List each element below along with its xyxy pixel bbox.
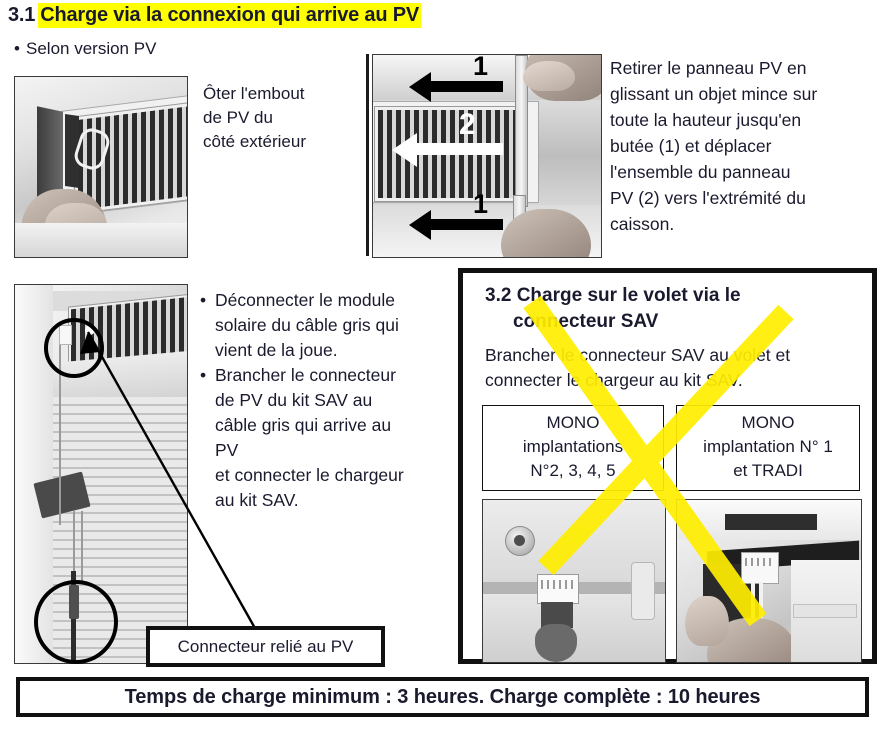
caption-oter-embout: Ôter l'embout de PV du côté extérieur [203,82,353,154]
photo-retrait-panneau-pv: 1 2 1 [372,54,602,258]
highlight-circle-top [44,318,104,378]
bullet-dot-icon: • [14,39,20,58]
photo-oter-embout-content [15,77,187,257]
mono-box-implantations-2345: MONO implantations N°2, 3, 4, 5 [482,405,664,491]
section-31-number: 3.1 [8,4,36,26]
arrow-2-shaft [417,143,503,155]
callout-number-1-bottom: 1 [473,189,489,219]
bullet-1-line-1: Déconnecter le module [215,290,395,310]
mono-left-line-3: N°2, 3, 4, 5 [530,461,616,480]
bullet-selon-label: Selon version PV [26,39,157,58]
bullet-list: Déconnecter le module solaire du câble g… [200,288,452,513]
instruction-line-3: toute la hauteur jusqu'en [610,110,802,130]
mono-right-line-1: MONO [741,413,795,432]
bottom-banner-charge-time: Temps de charge minimum : 3 heures. Char… [16,677,869,717]
section-32-subtitle: Brancher le connecteur SAV au volet et c… [485,343,860,393]
callout-number-2: 2 [459,108,476,141]
instruction-line-7: caisson. [610,214,675,234]
section-32-subtitle-line1: Brancher le connecteur SAV au volet et [485,345,791,365]
instruction-line-6: PV (2) vers l'extrémité du [610,188,806,208]
instruction-line-5: l'ensemble du panneau [610,162,791,182]
mono-box-implantation-1-tradi: MONO implantation N° 1 et TRADI [676,405,860,491]
arrow-1-bottom-head [409,210,431,240]
label-connecteur-relie-au-pv: Connecteur relié au PV [146,626,385,667]
instruction-line-1: Retirer le panneau PV en [610,58,807,78]
pointer-line-to-connector [80,331,258,631]
photo-connecteur-sav-mono [482,499,666,663]
photo-connecteur-sav-tradi [676,499,862,663]
arrow-1-bottom-shaft [431,219,503,230]
instruction-line-4: butée (1) et déplacer [610,136,772,156]
section-32-title: 3.2 Charge sur le volet via le connecteu… [485,283,845,335]
highlight-circle-bottom [34,580,118,664]
photo-connecteur-sav-tradi-content [677,500,861,662]
mono-right-line-3: et TRADI [733,461,803,480]
bullet-list-deconnecter-brancher: Déconnecter le module solaire du câble g… [200,288,452,513]
callout-number-1-top: 1 [473,54,489,81]
section-32-number: 3.2 [485,285,512,306]
photo-retrait-content: 1 2 1 [373,55,601,257]
mono-right-line-2: implantation N° 1 [703,437,833,456]
section-32-title-line2: connecteur SAV [513,311,659,332]
photo-oter-embout [14,76,188,258]
bullet-selon-version-pv: • Selon version PV [14,38,254,60]
list-item: Déconnecter le module solaire du câble g… [200,288,452,363]
instruction-retirer-panneau: Retirer le panneau PV en glissant un obj… [610,55,875,237]
bullet-2-line-2: de PV du kit SAV au [215,390,373,410]
bullet-2-cont-2: au kit SAV. [215,490,299,510]
bullet-2-cont-1: et connecter le chargeur [215,465,404,485]
arrow-2-head [392,133,417,167]
bullet-2-line-3: câble gris qui arrive au [215,415,392,435]
bullet-2-line-4: PV [215,440,239,460]
arrow-1-top-shaft [431,81,503,92]
caption-line-1: Ôter l'embout [203,84,305,103]
list-item: Brancher le connecteur de PV du kit SAV … [200,363,452,513]
photo-connecteur-sav-mono-content [483,500,665,662]
mono-left-line-2: implantations [522,437,624,456]
section-32-title-line1: Charge sur le volet via le [516,285,741,306]
bullet-2-line-1: Brancher le connecteur [215,365,396,385]
section-32-subtitle-line2: connecter le chargeur au kit SAV. [485,370,743,390]
bullet-1-line-3: vient de la joue. [215,340,338,360]
instruction-line-2: glissant un objet mince sur [610,84,818,104]
bullet-1-line-2: solaire du câble gris qui [215,315,399,335]
caption-line-3: côté extérieur [203,132,306,151]
vertical-divider [366,54,369,256]
arrow-1-top-head [409,72,431,102]
section-32-box: 3.2 Charge sur le volet via le connecteu… [458,268,877,664]
caption-line-2: de PV du [203,108,273,127]
mono-left-line-1: MONO [546,413,600,432]
section-31-title-highlighted: Charge via la connexion qui arrive au PV [38,3,422,28]
